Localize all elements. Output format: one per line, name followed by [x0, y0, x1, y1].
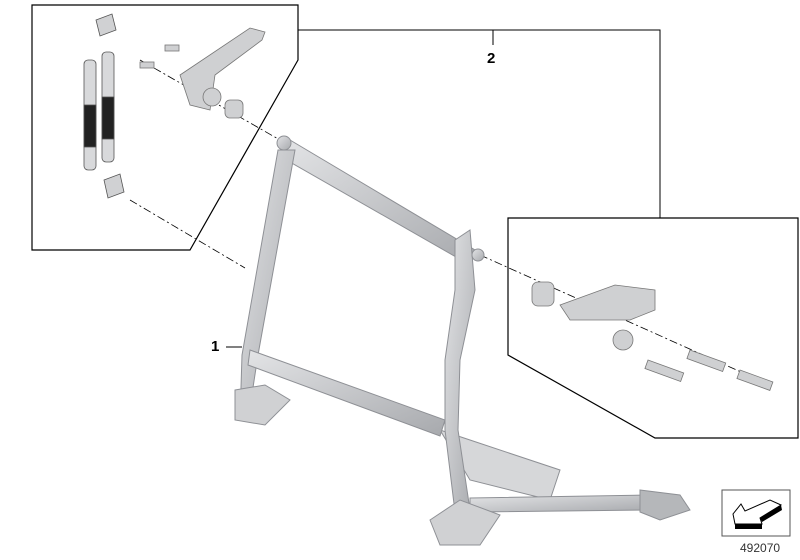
callout-2[interactable]: 2 — [487, 50, 496, 67]
center-stand — [234, 135, 691, 546]
callout-1[interactable]: 1 — [211, 338, 220, 355]
inset-frame-left — [31, 4, 299, 251]
stand-bracket-left — [139, 27, 266, 119]
direction-arrow-icon — [721, 489, 791, 537]
spring-assembly — [83, 13, 125, 199]
diagram-number: 492070 — [740, 541, 781, 555]
leader-line-2 — [298, 29, 661, 218]
stand-bracket-right — [531, 281, 774, 391]
inset-frame-right — [507, 217, 799, 439]
